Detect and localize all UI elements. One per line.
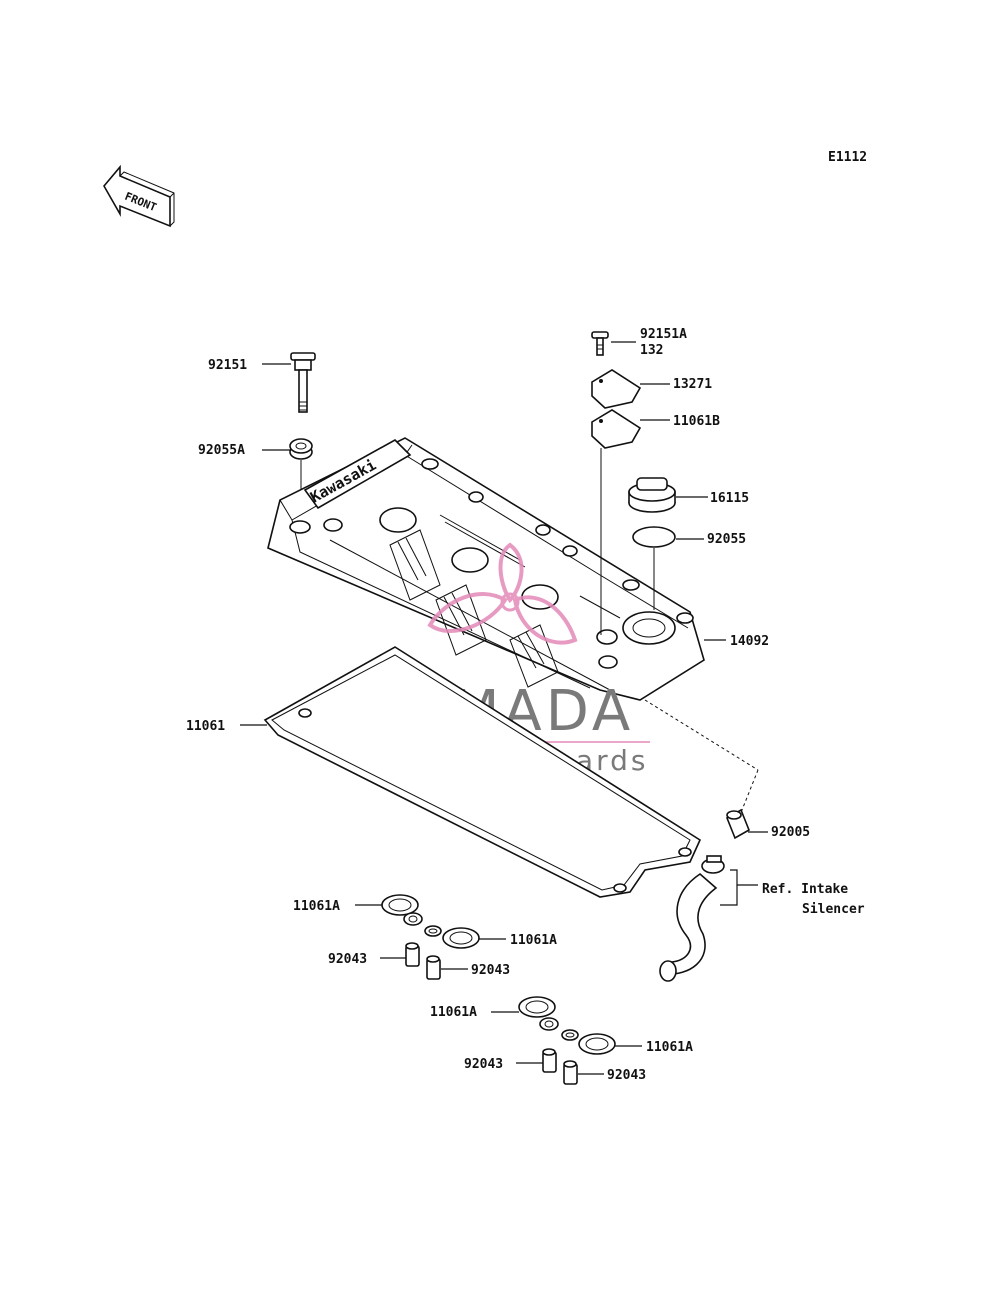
- part-label-92151A: 92151A: [640, 327, 687, 342]
- part-label-11061A-4: 11061A: [646, 1040, 693, 1055]
- part-label-132: 132: [640, 343, 663, 358]
- part-label-92055A: 92055A: [198, 443, 245, 458]
- part-label-92055: 92055: [707, 532, 746, 547]
- part-label-11061A-2: 11061A: [510, 933, 557, 948]
- part-label-11061: 11061: [186, 719, 225, 734]
- part-label-92043-4: 92043: [607, 1068, 646, 1083]
- valve-cover-14092: Kawasaki: [267, 437, 705, 701]
- seal-group-2: [518, 996, 616, 1085]
- diagram-code: E1112: [828, 150, 867, 165]
- bolt-92151A: [591, 331, 609, 356]
- gasket-11061B: [591, 409, 642, 449]
- part-label-92151: 92151: [208, 358, 247, 373]
- propeller-logo-icon: [427, 542, 578, 645]
- grommet-92055A: [289, 438, 313, 460]
- ref-intake-label: Ref. Intake: [762, 882, 848, 897]
- seal-group-1: [381, 894, 480, 980]
- part-label-92043-2: 92043: [471, 963, 510, 978]
- gasket-hole: [599, 419, 603, 423]
- part-label-92005: 92005: [771, 825, 810, 840]
- fitting-92005: [725, 808, 751, 840]
- o-ring-92055: [632, 526, 676, 548]
- part-label-11061B: 11061B: [673, 414, 720, 429]
- ref-silencer-label: Silencer: [802, 902, 865, 917]
- plate-13271: [591, 369, 642, 409]
- part-label-92043-1: 92043: [328, 952, 367, 967]
- oil-cap-16115: [628, 477, 676, 513]
- bolt-92151: [290, 352, 316, 413]
- gasket-11061: [263, 646, 702, 898]
- part-label-16115: 16115: [710, 491, 749, 506]
- front-arrow-icon: FRONT: [103, 164, 175, 228]
- part-label-13271: 13271: [673, 377, 712, 392]
- part-label-11061A-1: 11061A: [293, 899, 340, 914]
- part-label-11061A-3: 11061A: [430, 1005, 477, 1020]
- hose-intake-silencer: [659, 855, 725, 982]
- plate-hole: [599, 379, 603, 383]
- part-label-14092: 14092: [730, 634, 769, 649]
- part-label-92043-3: 92043: [464, 1057, 503, 1072]
